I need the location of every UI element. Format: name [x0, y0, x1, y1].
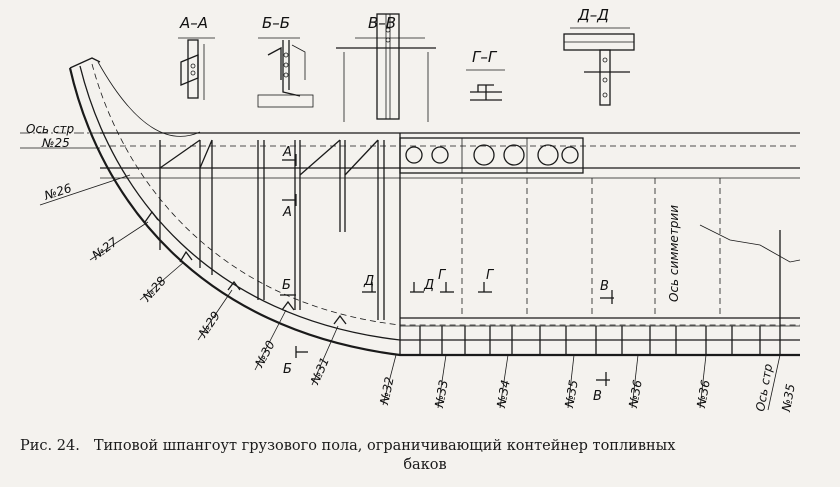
section-aa-label: А–А: [179, 14, 208, 32]
frame-drawing: А–А Б–Б В–В Г–Г Д–Д: [20, 6, 801, 414]
cut-label-v2: В: [593, 389, 602, 404]
cut-label-g1: Г: [438, 268, 447, 283]
cut-label-b2: Б: [283, 362, 292, 377]
cut-label-a1: А: [282, 145, 292, 160]
caption-line-2: баков: [403, 457, 447, 473]
figure-caption: Рис. 24. Типовой шпангоут грузового пола,…: [20, 437, 830, 475]
cut-markers: [280, 154, 614, 386]
frame-label-30: №30: [252, 338, 278, 370]
cut-label-d1: Д: [363, 274, 374, 289]
frame-label-27: №27: [89, 235, 121, 263]
symmetry-axis-label: Ось симметрии: [667, 205, 681, 302]
frame-label-34: №34: [494, 379, 513, 410]
section-vv-detail: [336, 13, 436, 122]
cut-label-g2: Г: [486, 268, 495, 283]
cut-label-a2: А: [282, 205, 292, 220]
caption-line-1: Типовой шпангоут грузового пола, огранич…: [93, 438, 676, 454]
section-bb-detail: [257, 37, 314, 108]
frame-label-26: №26: [42, 181, 74, 203]
frame-label-25: №25: [41, 136, 70, 150]
section-aa-detail: [178, 37, 215, 100]
frame-label-36: №36: [626, 378, 645, 409]
frame-label-35: №35: [562, 379, 581, 410]
section-vv-label: В–В: [368, 14, 396, 32]
frame-label-32: №32: [377, 376, 397, 407]
section-bb-label: Б–Б: [262, 14, 290, 32]
frame-label-33: №33: [432, 379, 451, 410]
cut-label-d2: Д: [423, 278, 434, 293]
section-gg-label: Г–Г: [472, 48, 498, 66]
frame-label-31: №31: [308, 355, 332, 387]
figure-number: Рис. 24.: [20, 438, 80, 454]
frame-label-os-str-35: Ось стр: [753, 362, 775, 412]
frame-label-36b: №36: [694, 378, 713, 409]
section-dd-label: Д–Д: [577, 6, 609, 24]
frame-structure: [20, 57, 801, 357]
frame-leaders: [20, 147, 781, 411]
cut-label-b1: Б: [282, 278, 291, 293]
section-dd-detail: [563, 27, 635, 106]
frame-label-os-str-25: Ось стр: [26, 122, 75, 136]
frame-label-35-right: №35: [779, 383, 798, 414]
cut-label-v1: В: [600, 279, 609, 294]
frame-label-29: №29: [195, 309, 223, 341]
section-gg-detail: [466, 69, 505, 101]
